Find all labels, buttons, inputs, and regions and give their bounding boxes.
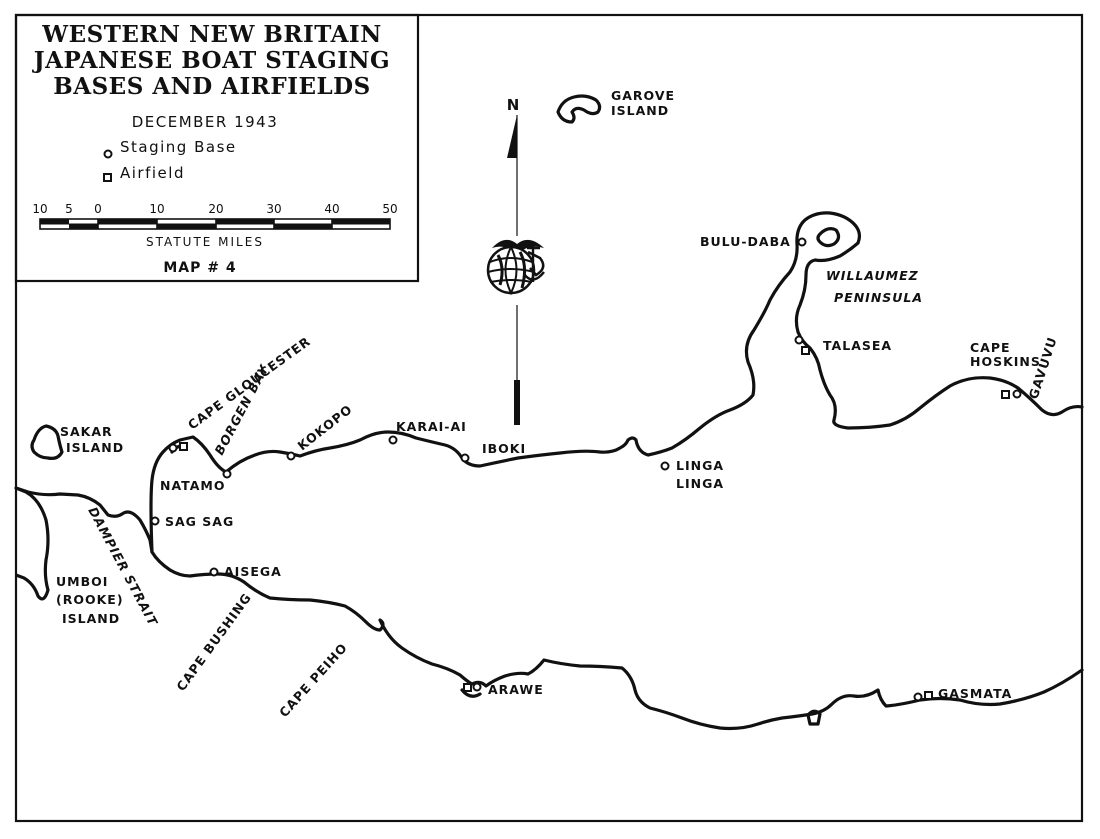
linga-linga-base-icon (660, 461, 670, 471)
map-symbols (150, 237, 1022, 702)
scale-bar: 10 5 0 10 20 30 40 50 STATUTE MILES (32, 202, 397, 249)
bulu-daba-base-icon (797, 237, 807, 247)
umboi-label-3: ISLAND (62, 611, 120, 626)
sakar-label-2: ISLAND (66, 440, 124, 455)
gasmata-airfield-icon (924, 691, 933, 700)
scale-tick-label: 0 (94, 202, 102, 216)
cape-peiho-label: CAPE PEIHO (276, 640, 350, 720)
arawe-airfield-icon (463, 683, 472, 692)
iboki-base-icon (460, 453, 470, 463)
garove-label-1: GAROVE (611, 88, 675, 103)
aisega-base-icon (209, 567, 219, 577)
karai-ai-label: KARAI-AI (396, 419, 467, 434)
umboi-label-1: UMBOI (56, 574, 108, 589)
arawe-label: ARAWE (488, 682, 544, 697)
sag-sag-label: SAG SAG (165, 514, 234, 529)
north-arrow-icon: N (507, 96, 520, 425)
cape-hoskins-label-1: CAPE (970, 340, 1011, 355)
karai-ai-base-icon (388, 435, 398, 445)
willaumez-label-1: WILLAUMEZ (826, 268, 919, 283)
natamo-label: NATAMO (160, 478, 225, 493)
scale-tick-label: 50 (382, 202, 397, 216)
legend-title-line-3: BASES AND AIRFIELDS (53, 73, 370, 100)
airfield-legend-label: Airfield (120, 164, 185, 182)
scale-tick-label: 30 (266, 202, 281, 216)
talasea-label: TALASEA (823, 338, 892, 353)
new-britain-north-coast (14, 211, 1084, 554)
scale-tick-label: 10 (149, 202, 164, 216)
talasea-airfield-icon (801, 346, 810, 355)
staging-base-legend-icon (103, 149, 113, 159)
garove-island (556, 94, 602, 124)
gasmata-islet (806, 709, 822, 726)
umboi-label-2: (ROOKE) (56, 592, 124, 607)
garove-label-2: ISLAND (611, 103, 669, 118)
scale-tick-label: 40 (324, 202, 339, 216)
scale-tick-label: 10 (32, 202, 47, 216)
kokopo-base-icon (286, 451, 296, 461)
arawe-base-icon (472, 682, 482, 692)
cape-bushing-label: CAPE BUSHING (173, 590, 254, 694)
sakar-island (30, 424, 64, 460)
gasmata-label: GASMATA (938, 686, 1012, 701)
natamo-base-icon (222, 469, 232, 479)
iboki-label: IBOKI (482, 441, 526, 456)
legend: WESTERN NEW BRITAIN JAPANESE BOAT STAGIN… (32, 21, 398, 276)
legend-title-line-2: JAPANESE BOAT STAGING (32, 47, 390, 74)
gasmata-base-icon (913, 692, 923, 702)
sakar-label-1: SAKAR (60, 424, 113, 439)
cape-gloucester-base-icon (168, 443, 178, 453)
talasea-base-icon (794, 335, 804, 345)
linga-linga-label-2: LINGA (676, 476, 724, 491)
bulu-daba-label: BULU-DABA (700, 234, 791, 249)
scale-tick-label: 20 (208, 202, 223, 216)
scale-tick-label: 5 (65, 202, 73, 216)
place-labels: GAROVE ISLAND SAKAR ISLAND UMBOI (ROOKE)… (56, 88, 1060, 720)
cape-hoskins-label-2: HOSKINS (970, 354, 1041, 369)
willaumez-label-2: PENINSULA (834, 290, 923, 305)
staging-base-legend-label: Staging Base (120, 138, 237, 156)
cape-hoskins-airfield-icon (1001, 390, 1010, 399)
legend-box (14, 13, 420, 283)
umboi-island (15, 486, 50, 601)
linga-linga-label-1: LINGA (676, 458, 724, 473)
legend-date: DECEMBER 1943 (132, 113, 279, 131)
eagle-globe-anchor-emblem-icon (486, 239, 545, 296)
north-label: N (507, 96, 520, 114)
gavuvu-base-icon (1012, 389, 1022, 399)
map-border (14, 13, 1084, 823)
legend-title-line-1: WESTERN NEW BRITAIN (41, 21, 381, 48)
sag-sag-base-icon (150, 516, 160, 526)
aisega-label: AISEGA (224, 564, 282, 579)
new-britain-south-coast (150, 550, 1084, 731)
cape-gloucester-airfield-icon (179, 442, 188, 451)
scale-unit-label: STATUTE MILES (146, 235, 264, 249)
map-number: MAP # 4 (163, 260, 236, 276)
airfield-legend-icon (103, 173, 112, 182)
willaumez-crater (816, 227, 841, 248)
